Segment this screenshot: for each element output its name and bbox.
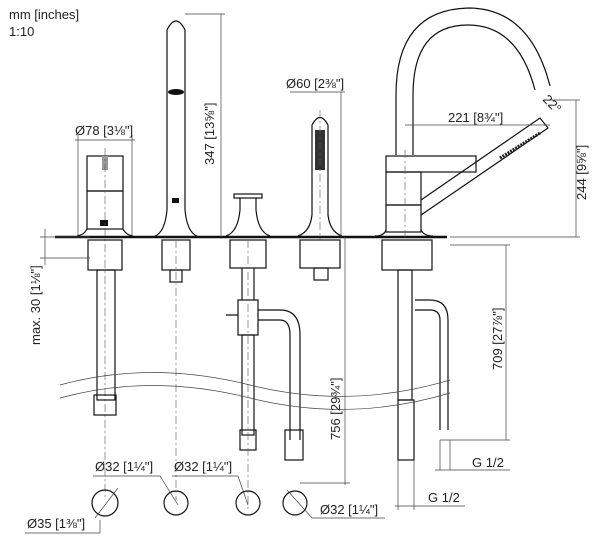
- mounting-holes: [25, 475, 385, 534]
- diverter: [225, 193, 301, 510]
- units-label: mm [inches]: [9, 7, 80, 22]
- thread-label-1: G 1/2: [472, 455, 504, 470]
- shower-diameter-label: Ø60 [2⅜"]: [286, 76, 344, 91]
- hole-3-label: Ø32 [1¼"]: [174, 459, 232, 474]
- hole-1: [91, 489, 119, 517]
- hole-4-label: Ø32 [1¼"]: [320, 502, 378, 517]
- mixer-valve: [76, 148, 134, 500]
- hole-2: [163, 490, 189, 516]
- spout-hose-length-label: 709 [27⅞"]: [490, 308, 505, 370]
- hole-1-label: Ø35 [1⅜"]: [27, 516, 85, 531]
- spout-angle-label: 22°: [540, 92, 565, 117]
- scale-label: 1:10: [9, 24, 35, 39]
- spray-height-label: 347 [13⅝"]: [202, 103, 217, 165]
- hole-4: [282, 490, 308, 516]
- hole-3: [235, 490, 261, 516]
- max-deck-label: max. 30 [1⅛"]: [28, 265, 43, 345]
- hose-length-label: 756 [29¾"]: [328, 378, 343, 440]
- drawing-header: mm [inches] 1:10: [9, 6, 79, 40]
- mixer-diameter-label: Ø78 [3⅛"]: [75, 123, 133, 138]
- break-line: [59, 372, 451, 410]
- spout-height-label: 244 [9⅝"]: [574, 145, 589, 200]
- spout-mixer: [374, 7, 551, 461]
- thread-label-2: G 1/2: [428, 490, 460, 505]
- tall-spray: [154, 20, 198, 500]
- hole-2-label: Ø32 [1¼"]: [95, 459, 153, 474]
- spout-reach-label: 221 [8¾"]: [448, 110, 503, 125]
- hand-shower: [284, 110, 343, 461]
- dimension-lines: [40, 13, 580, 510]
